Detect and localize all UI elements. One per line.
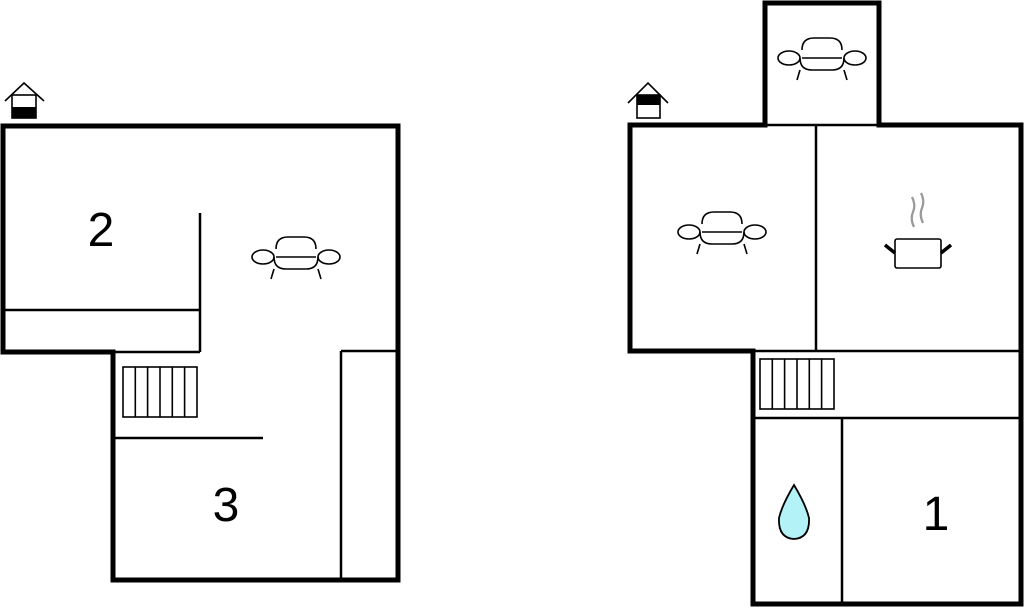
sofa-icon [251,236,341,280]
sofa-icon [777,37,867,81]
house-ground-floor-icon [627,81,669,119]
house-upper-floor-icon [4,81,45,119]
stairs-icon [122,366,198,418]
water-drop-icon [778,483,810,540]
sofa-icon [677,211,767,255]
ground-floor-plan [627,0,1024,607]
stairs-icon [759,358,835,410]
room-label-1: 1 [922,488,950,541]
cooking-pot-icon [883,192,953,269]
room-label-3: 3 [212,479,240,532]
upper-floor-plan [0,81,401,583]
room-label-2: 2 [87,204,115,257]
